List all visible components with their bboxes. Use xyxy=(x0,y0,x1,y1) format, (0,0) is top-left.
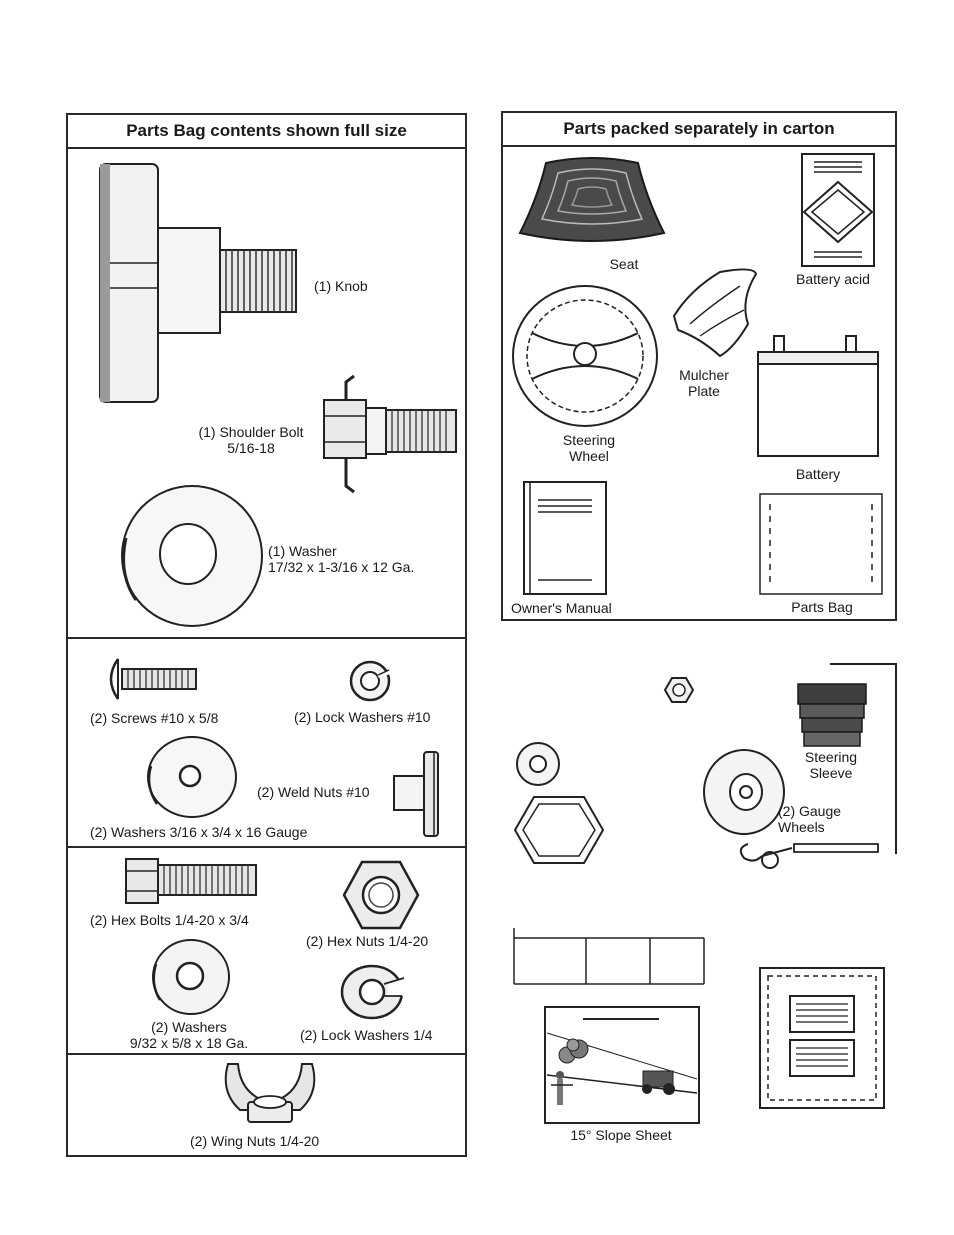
screws-label: (2) Screws #10 x 5/8 xyxy=(90,710,219,726)
large-washer-size: 17/32 x 1-3/16 x 12 Ga. xyxy=(268,559,415,575)
steering-sleeve-name-line1: Steering xyxy=(804,749,858,765)
gauge-wheels-name-line2: Wheels xyxy=(778,819,825,835)
mid-washer-label: (2) Washers 9/32 x 5/8 x 18 Ga. xyxy=(112,1019,266,1051)
steering-sleeve-drawing xyxy=(794,682,870,750)
knob-label: (1) Knob xyxy=(314,278,368,294)
hex-bolt-drawing xyxy=(120,855,262,907)
battery-acid-drawing xyxy=(800,152,878,268)
large-washer-name: (1) Washer xyxy=(268,543,337,559)
small-washer-drawing xyxy=(143,734,239,822)
weld-nuts-label: (2) Weld Nuts #10 xyxy=(257,784,370,800)
battery-drawing xyxy=(754,334,882,460)
steering-wheel-name-line2: Wheel xyxy=(569,448,609,464)
gauge-wheels-name-line1: (2) Gauge xyxy=(778,803,842,819)
hex-bolts-label: (2) Hex Bolts 1/4-20 x 3/4 xyxy=(90,912,249,928)
parts-bag-drawing xyxy=(758,492,884,596)
hexagon-plate-drawing xyxy=(512,794,606,866)
hex-nuts-label: (2) Hex Nuts 1/4-20 xyxy=(306,933,429,949)
washer-loose-drawing xyxy=(514,740,562,788)
hex-nut-small-drawing xyxy=(664,676,694,704)
owners-manual-drawing xyxy=(522,480,608,596)
shoulder-bolt-drawing xyxy=(316,374,461,494)
mid-washer-size: 9/32 x 5/8 x 18 Ga. xyxy=(129,1035,249,1051)
section-divider xyxy=(68,846,465,848)
mulcher-plate-label: Mulcher Plate xyxy=(672,367,736,399)
parts-bag-panel: Parts Bag contents shown full size xyxy=(66,113,467,1157)
washers-small-label: (2) Washers 3/16 x 3/4 x 16 Gauge xyxy=(90,824,308,840)
knob-drawing xyxy=(96,158,306,408)
shoulder-bolt-size: 5/16-18 xyxy=(227,440,275,456)
steering-wheel-label: Steering Wheel xyxy=(552,432,626,464)
decal-sheet-drawing xyxy=(758,966,886,1110)
battery-acid-label: Battery acid xyxy=(796,271,870,287)
large-washer-drawing xyxy=(114,482,266,630)
steering-wheel-name-line1: Steering xyxy=(562,432,616,448)
lock-washers-10-label: (2) Lock Washers #10 xyxy=(294,709,431,725)
shoulder-bolt-label: (1) Shoulder Bolt 5/16-18 xyxy=(188,424,314,456)
section-divider xyxy=(68,1053,465,1055)
steering-sleeve-name-line2: Sleeve xyxy=(809,765,853,781)
lock-washer-small-drawing xyxy=(348,658,394,704)
mulcher-plate-name-line2: Plate xyxy=(688,383,720,399)
screw-drawing xyxy=(100,655,200,705)
large-washer-label: (1) Washer 17/32 x 1-3/16 x 12 Ga. xyxy=(268,543,414,575)
seat-label: Seat xyxy=(609,256,639,272)
lock-washers-14-label: (2) Lock Washers 1/4 xyxy=(300,1027,433,1043)
gauge-wheels-label: (2) Gauge Wheels xyxy=(778,803,841,835)
gauge-wheel-drawing xyxy=(700,746,786,838)
lock-washer-large-drawing xyxy=(338,962,408,1022)
slope-sheet-label: 15° Slope Sheet xyxy=(570,1127,672,1143)
shoulder-bolt-name: (1) Shoulder Bolt xyxy=(198,424,304,440)
seat-drawing xyxy=(518,155,666,251)
carton-panel: Parts packed separately in carton xyxy=(501,111,897,621)
section-divider xyxy=(68,637,465,639)
mulcher-plate-name-line1: Mulcher xyxy=(679,367,729,383)
mulcher-plate-drawing xyxy=(670,266,764,360)
wing-nut-drawing xyxy=(218,1058,322,1128)
bracket-line-drawing xyxy=(828,660,900,856)
grid-box-drawing xyxy=(512,928,706,986)
parts-bag-label: Parts Bag xyxy=(791,599,853,615)
parts-bag-title: Parts Bag contents shown full size xyxy=(68,115,465,149)
wing-nuts-label: (2) Wing Nuts 1/4-20 xyxy=(190,1133,320,1149)
owners-manual-label: Owner's Manual xyxy=(511,600,612,616)
steering-sleeve-label: Steering Sleeve xyxy=(796,749,866,781)
carton-title: Parts packed separately in carton xyxy=(503,113,895,147)
weld-nut-drawing xyxy=(390,748,448,840)
slope-sheet-drawing xyxy=(543,1005,701,1125)
battery-label: Battery xyxy=(795,466,841,482)
hex-nut-drawing xyxy=(342,858,420,932)
mid-washer-drawing xyxy=(148,936,232,1018)
mid-washer-name: (2) Washers xyxy=(151,1019,227,1035)
steering-wheel-drawing xyxy=(510,283,660,429)
axle-pin-drawing xyxy=(734,834,882,876)
